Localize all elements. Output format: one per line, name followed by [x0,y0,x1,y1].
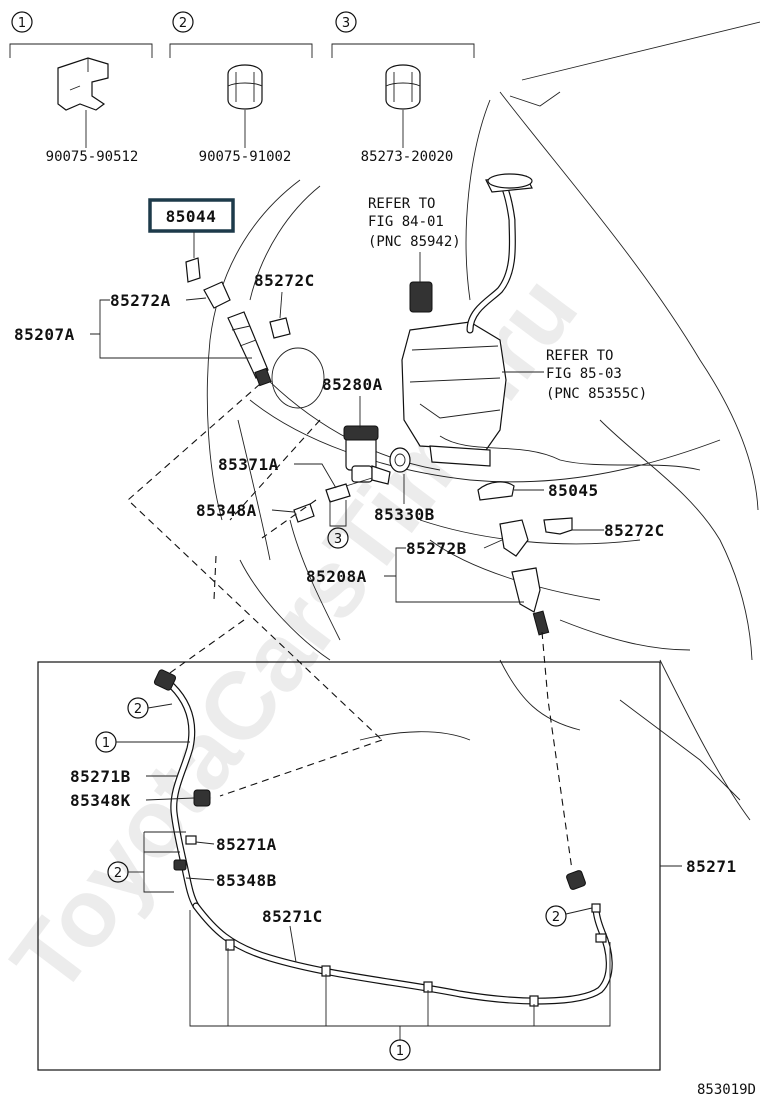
legend-item-1: 1 90075-90512 [9,11,153,165]
washer-hose [153,669,613,1007]
part-85044[interactable]: 85044 [148,198,235,283]
label-85271[interactable]: 85271 [686,857,737,876]
label-85271B[interactable]: 85271B [70,767,131,786]
refer-note-2-line3: (PNC 85355C) [546,386,647,402]
label-85272C-right[interactable]: 85272C [604,521,665,540]
watermark: ToyotaCarsTime.ru [0,257,598,1013]
legend-item-3: 3 85273-20020 [331,11,475,165]
nozzle-cover-icon [185,257,201,283]
callout-1-bottom: 1 [396,1044,404,1059]
refer-note-1-line2: FIG 84-01 [368,214,444,230]
diagram-id: 853019D [697,1082,756,1098]
label-85271A[interactable]: 85271A [216,835,277,854]
callout-2-mid: 2 [114,866,122,881]
washer-tank [401,173,701,471]
refer-note-85-03: REFER TO FIG 85-03 (PNC 85355C) [502,348,647,402]
label-85371A[interactable]: 85371A [218,455,279,474]
hose-connector [293,477,373,523]
refer-note-1-line1: REFER TO [368,196,435,212]
part-85045-icon [477,481,515,501]
label-85280A[interactable]: 85280A [322,375,383,394]
label-85045[interactable]: 85045 [548,481,599,500]
callout-2-right: 2 [552,910,560,925]
label-85208A[interactable]: 85208A [306,567,367,586]
callout-3: 3 [334,532,342,547]
label-85330B[interactable]: 85330B [374,505,435,524]
label-85271C[interactable]: 85271C [262,907,323,926]
tank-cap-icon [409,281,433,313]
label-85348K[interactable]: 85348K [70,791,131,810]
part-label-85044[interactable]: 85044 [166,207,217,226]
legend-number-3: 3 [342,16,350,31]
refer-note-84-01: REFER TO FIG 84-01 (PNC 85942) [368,196,461,282]
refer-note-2-line1: REFER TO [546,348,613,364]
legend-item-2: 2 90075-91002 [169,11,313,165]
legend-number-1: 1 [18,16,26,31]
refer-note-1-line3: (PNC 85942) [368,234,461,250]
callout-1-left: 1 [102,736,110,751]
right-headlamp-cleaner [499,517,573,636]
legend-part-no-1: 90075-90512 [46,149,139,165]
label-85272A[interactable]: 85272A [110,291,171,310]
label-85272B[interactable]: 85272B [406,539,467,558]
clamp-2-icon [227,64,263,110]
left-headlamp-cleaner [203,281,291,387]
legend-number-2: 2 [179,16,187,31]
washer-pump [343,425,391,485]
label-85207A[interactable]: 85207A [14,325,75,344]
refer-note-2-line2: FIG 85-03 [546,366,622,382]
label-85348B[interactable]: 85348B [216,871,277,890]
grommet-85330B [389,447,411,473]
legend-part-no-3: 85273-20020 [361,149,454,165]
label-85272C-top[interactable]: 85272C [254,271,315,290]
clip-1-icon [57,57,109,111]
legend-part-no-2: 90075-91002 [199,149,292,165]
label-85348A[interactable]: 85348A [196,501,257,520]
callout-2-top: 2 [134,702,142,717]
clamp-3-icon [385,64,421,110]
